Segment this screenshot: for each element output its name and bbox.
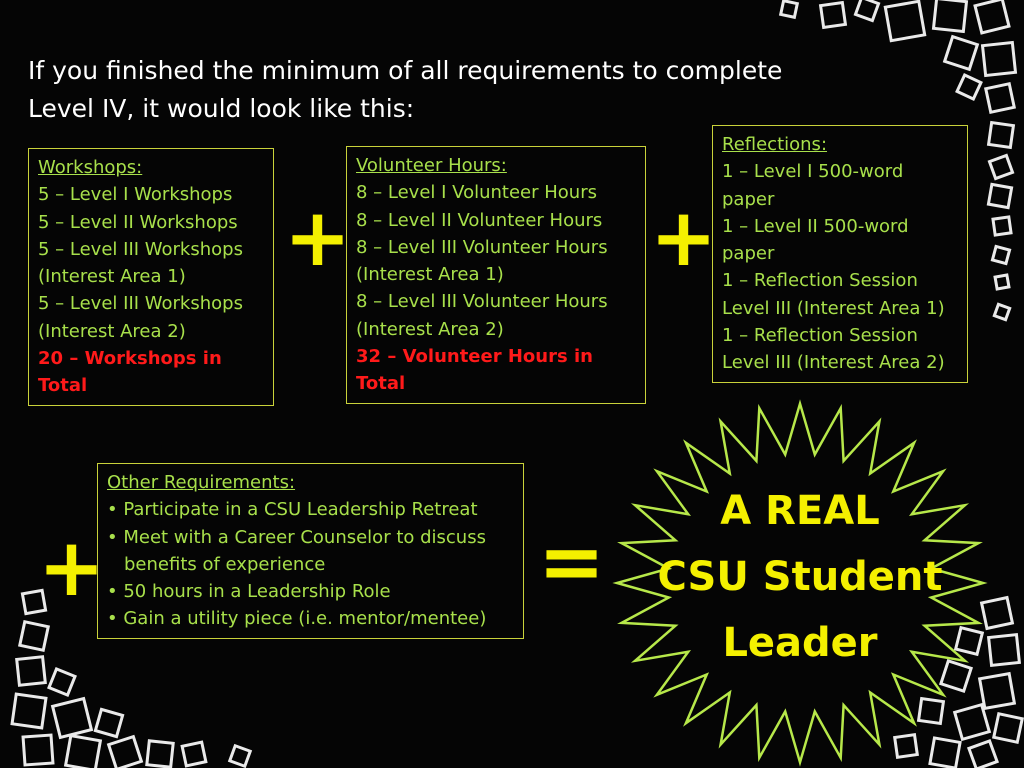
page-heading: If you finished the minimum of all requi… [28, 52, 908, 128]
reflections-line: 1 – Level II 500-word [722, 215, 909, 237]
other-bullet: • 50 hours in a Leadership Role [107, 581, 391, 603]
other-bullet: • Meet with a Career Counselor to discus… [107, 526, 486, 548]
volunteer-total: 32 – Volunteer Hours in Total [356, 346, 593, 395]
workshops-line: (Interest Area 1) [38, 266, 186, 288]
heading-line-1: If you finished the minimum of all requi… [28, 56, 783, 85]
reflections-line: 1 – Reflection Session [722, 325, 918, 347]
reflections-title: Reflections: [722, 134, 828, 155]
reflections-line: Level III (Interest Area 2) [722, 352, 945, 374]
volunteer-title: Volunteer Hours: [356, 155, 507, 176]
reflections-line: 1 – Level I 500-word [722, 161, 904, 183]
result-line-2: CSU Student [657, 554, 943, 600]
volunteer-line: 8 – Level III Volunteer Hours [356, 291, 608, 313]
reflections-box: Reflections: 1 – Level I 500-word paper … [712, 125, 968, 383]
result-text: A REAL CSU Student Leader [640, 478, 960, 676]
plus-sign: + [650, 191, 718, 284]
other-bullet: • Participate in a CSU Leadership Retrea… [107, 499, 478, 521]
result-line-1: A REAL [720, 488, 880, 534]
reflections-line: paper [722, 243, 775, 265]
starburst-icon [612, 399, 988, 767]
heading-line-2: Level IV, it would look like this: [28, 94, 415, 123]
other-title: Other Requirements: [107, 472, 296, 493]
workshops-line: 5 – Level I Workshops [38, 184, 233, 206]
starburst-outline [612, 399, 988, 767]
workshops-title: Workshops: [38, 157, 143, 178]
volunteer-line: (Interest Area 1) [356, 264, 504, 286]
plus-sign: + [38, 521, 106, 614]
volunteer-line: 8 – Level III Volunteer Hours [356, 236, 608, 258]
volunteer-line: 8 – Level I Volunteer Hours [356, 182, 597, 204]
workshops-line: (Interest Area 2) [38, 320, 186, 342]
reflections-line: Level III (Interest Area 1) [722, 297, 945, 319]
reflections-line: 1 – Reflection Session [722, 270, 918, 292]
workshops-line: 5 – Level II Workshops [38, 211, 238, 233]
workshops-line: 5 – Level III Workshops [38, 293, 243, 315]
workshops-box: Workshops: 5 – Level I Workshops 5 – Lev… [28, 148, 274, 406]
other-bullet-continuation: benefits of experience [124, 553, 326, 575]
plus-sign: + [284, 191, 352, 284]
workshops-line: 5 – Level III Workshops [38, 238, 243, 260]
volunteer-line: (Interest Area 2) [356, 318, 504, 340]
reflections-line: paper [722, 188, 775, 210]
equals-sign: = [538, 515, 606, 608]
workshops-total: 20 – Workshops in Total [38, 348, 222, 397]
other-bullet: • Gain a utility piece (i.e. mentor/ment… [107, 608, 487, 630]
other-requirements-box: Other Requirements: • Participate in a C… [97, 463, 524, 639]
result-line-3: Leader [722, 620, 878, 666]
volunteer-hours-box: Volunteer Hours: 8 – Level I Volunteer H… [346, 146, 646, 404]
volunteer-line: 8 – Level II Volunteer Hours [356, 209, 603, 231]
